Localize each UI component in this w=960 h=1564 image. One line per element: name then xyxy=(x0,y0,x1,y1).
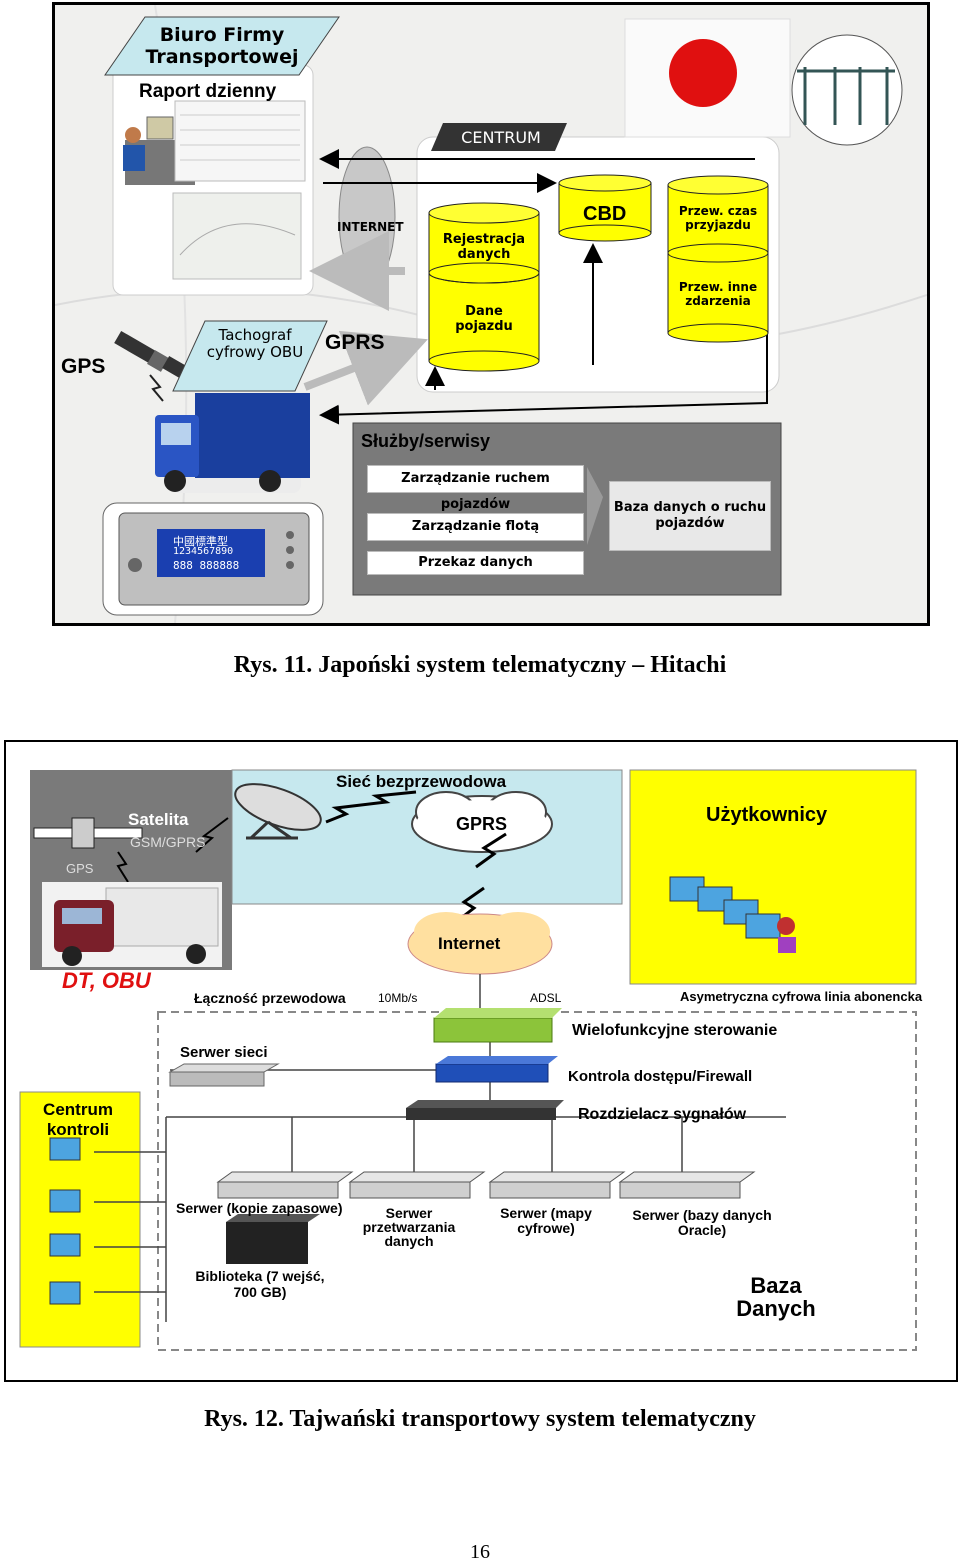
network-server-device xyxy=(168,1063,280,1087)
centrum-label-shape xyxy=(431,123,567,151)
wireless-label: Sieć bezprzewodowa xyxy=(336,772,507,791)
signal-splitter-device xyxy=(406,1100,564,1120)
truck-illustration xyxy=(155,393,310,493)
server-processing-label: Serwer przetwarzania danych xyxy=(362,1205,456,1249)
service-traffic-management: Zarządzanie ruchem pojazdów xyxy=(367,465,584,512)
figure-2-frame: Sieć bezprzewodowa Satelita GSM/GPRS GPS… xyxy=(4,740,958,1382)
office-worker xyxy=(125,127,141,143)
taiwan-truck-illustration xyxy=(42,882,222,967)
gsm-gprs-label: GSM/GPRS xyxy=(130,834,206,850)
firewall-label: Kontrola dostępu/Firewall xyxy=(568,1068,753,1085)
office-label-shape xyxy=(104,16,340,76)
tachograph-label: Tachograf cyfrowy OBU xyxy=(206,326,304,362)
internet-label: INTERNET xyxy=(337,220,404,234)
gps-label-2: GPS xyxy=(66,861,94,876)
network-server-label: Serwer sieci xyxy=(180,1044,268,1061)
wired-label: Łączność przewodowa xyxy=(194,990,346,1006)
server-oracle-label: Serwer (bazy danych Oracle) xyxy=(632,1207,772,1239)
office-label: Biuro Firmy Transportowej xyxy=(145,24,299,68)
tachograph-label-shape xyxy=(172,320,328,392)
adsl-label: ADSL xyxy=(530,991,562,1005)
control-centre-label: Centrum kontroli xyxy=(43,1100,113,1139)
adsl-full-label: Asymetryczna cyfrowa linia abonencka xyxy=(680,989,923,1004)
cbd-label: CBD xyxy=(583,203,627,225)
db-vehicle-label: Dane pojazdu xyxy=(455,304,513,334)
db-registration-label: Rejestracja danych xyxy=(442,232,526,262)
splitter-label: Rozdzielacz sygnałów xyxy=(578,1106,747,1123)
service-fleet-management: Zarządzanie flotą xyxy=(367,513,584,541)
gprs-cloud-label: GPRS xyxy=(456,814,508,834)
figure-1-frame: Biuro Firmy Transportowej Raport dzienny… xyxy=(52,2,930,626)
firewall-device xyxy=(435,1056,558,1083)
db-cylinder-cbd xyxy=(558,174,652,242)
device-screen-line-2: 1234567890 xyxy=(173,546,234,557)
satellite-gsm-icon xyxy=(33,817,143,849)
db-travel-time-label: Przew. czas przyjazdu xyxy=(678,204,758,232)
inset-circle xyxy=(791,34,903,146)
db-cylinder-right xyxy=(667,175,769,343)
page-number: 16 xyxy=(470,1541,490,1563)
library-device xyxy=(226,1214,320,1264)
figure-2-caption: Rys. 12. Tajwański transportowy system t… xyxy=(204,1406,756,1432)
server-maps-label: Serwer (mapy cyfrowe) xyxy=(500,1205,592,1237)
users-label: Użytkownicy xyxy=(706,804,828,826)
users-computers xyxy=(669,876,796,953)
library-label: Biblioteka (7 wejść, 700 GB) xyxy=(195,1268,325,1301)
gps-label: GPS xyxy=(61,355,106,378)
gprs-cloud xyxy=(411,791,553,853)
speed-label: 10Mb/s xyxy=(378,991,418,1005)
internet-ellipse xyxy=(338,146,396,288)
flag-sun xyxy=(669,39,737,107)
multifunction-switch xyxy=(433,1008,562,1043)
satellite-dish-icon xyxy=(234,783,322,840)
figure-1-caption: Rys. 11. Japoński system telematyczny – … xyxy=(233,652,727,678)
gprs-label: GPRS xyxy=(325,331,385,354)
daily-report-label: Raport dzienny xyxy=(139,81,277,102)
control-centre-computers xyxy=(49,1137,81,1305)
device-screen-line-1: 中國標準型 xyxy=(173,535,228,548)
traffic-database-box: Baza danych o ruchu pojazdów xyxy=(609,481,771,551)
figure-2-graphics xyxy=(19,769,917,1351)
multifunction-control-label: Wielofunkcyjne sterowanie xyxy=(572,1022,778,1039)
report-map xyxy=(172,192,302,280)
service-data-transfer: Przekaz danych xyxy=(367,551,584,575)
internet-cloud xyxy=(407,912,553,975)
figure-1-graphics xyxy=(55,5,927,623)
db-cylinder-left xyxy=(428,202,540,372)
services-title: Służby/serwisy xyxy=(361,431,491,451)
dt-obu-label: DT, OBU xyxy=(62,968,151,993)
internet-cloud-label: Internet xyxy=(438,934,501,953)
database-label: Baza Danych xyxy=(736,1273,816,1322)
report-sheet-1 xyxy=(174,100,306,182)
server-backup-label: Serwer (kopie zapasowe) xyxy=(176,1200,343,1216)
satellite-label: Satelita xyxy=(128,810,189,829)
rack-servers xyxy=(216,1171,756,1199)
centrum-label: CENTRUM xyxy=(461,128,541,147)
device-screen-line-3: 888 888888 xyxy=(173,559,240,572)
db-other-events-label: Przew. inne zdarzenia xyxy=(678,280,758,308)
